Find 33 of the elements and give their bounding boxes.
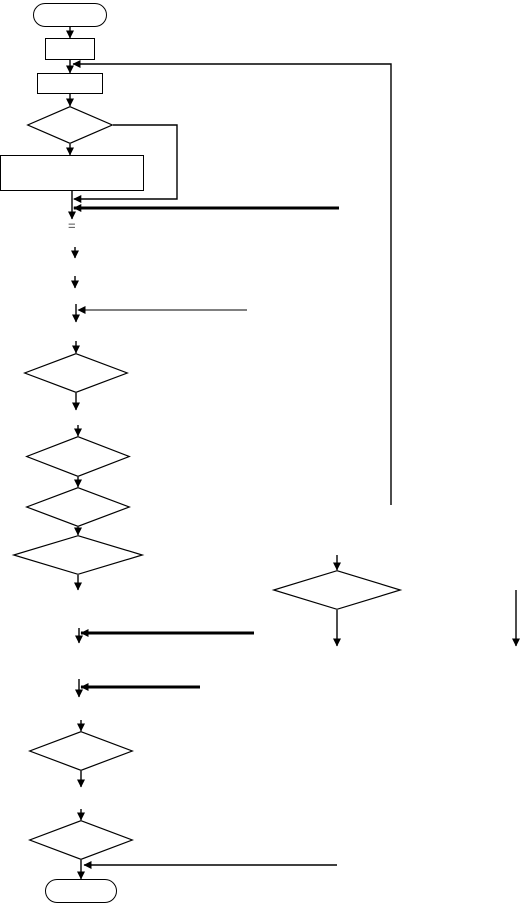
arrow (72, 60, 392, 505)
decision-diamond (13, 535, 143, 575)
arrow (333, 555, 341, 570)
arrow (73, 124, 178, 203)
arrow (77, 809, 85, 820)
arrow (73, 204, 339, 212)
arrow (77, 720, 85, 732)
decision-diamond (29, 731, 133, 771)
arrow (66, 94, 74, 106)
arrow (74, 425, 82, 436)
decision-diamond (24, 353, 128, 393)
arrow (66, 27, 74, 38)
arrow (74, 575, 82, 590)
process-box (37, 73, 103, 94)
arrow (66, 144, 74, 156)
decision-diamond (29, 820, 133, 860)
arrow (74, 477, 82, 488)
arrow (66, 60, 74, 74)
arrow (72, 393, 80, 410)
decision-diamond (27, 106, 113, 144)
process-box (45, 38, 95, 60)
arrow (72, 341, 80, 354)
decision-diamond (273, 570, 401, 610)
arrow (68, 191, 76, 220)
decision-diamond (26, 487, 130, 527)
arrow (333, 610, 341, 646)
process-box (0, 155, 144, 191)
formula-text: = (68, 219, 76, 232)
decision-diamond (26, 436, 130, 477)
arrow (74, 527, 82, 536)
arrow (77, 860, 85, 880)
arrow (77, 771, 85, 788)
arrow (84, 861, 337, 869)
